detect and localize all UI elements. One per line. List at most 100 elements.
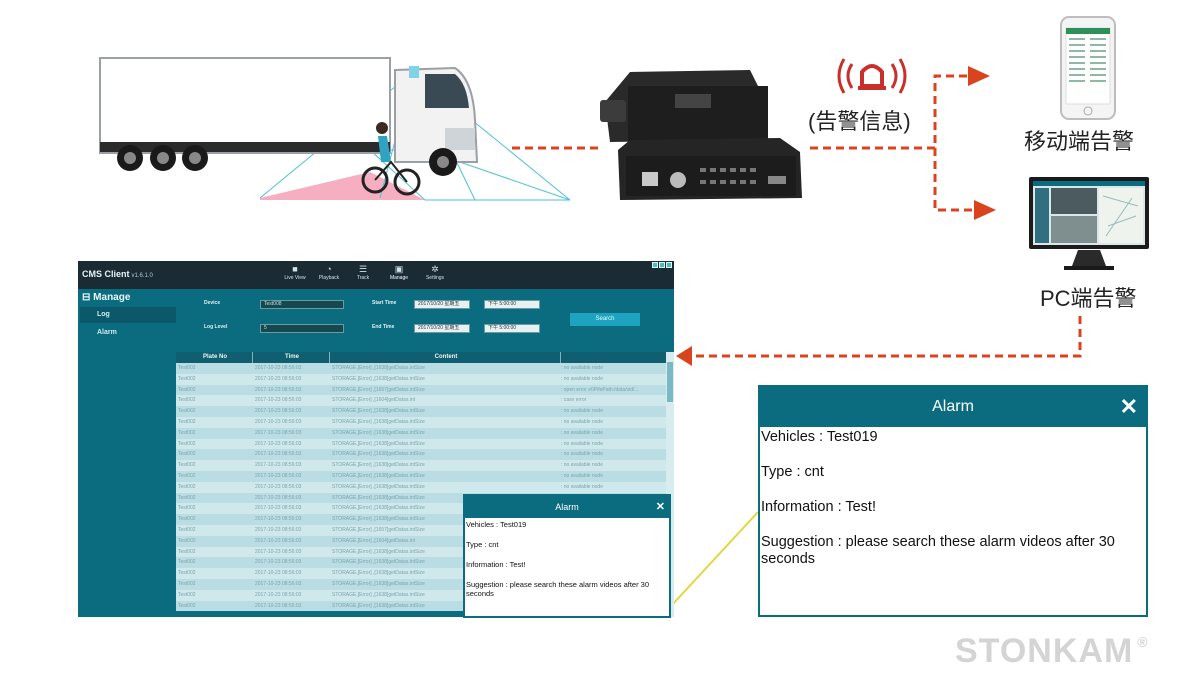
- cell-time: 2017-10-23 08:56:03: [255, 408, 302, 415]
- col-time[interactable]: Time: [253, 352, 330, 363]
- nav-track[interactable]: ☰Track: [346, 263, 380, 287]
- stonkam-logo: STONKAM®: [955, 632, 1149, 670]
- nav-playback[interactable]: ◔Playback: [312, 263, 346, 287]
- cell-content: STORAGE,[Error] ,[1638]getDatas.intSize: [332, 472, 425, 479]
- alarm-popup-zoomed: Alarm ✕ Vehicles : Test019 Type : cnt In…: [758, 385, 1148, 617]
- cell-plate-no: Test002: [178, 483, 196, 490]
- camera-icon: ■: [292, 264, 298, 274]
- clock-icon: ◔: [326, 264, 332, 274]
- cell-time: 2017-10-23 08:56:03: [255, 559, 302, 566]
- scrollbar-thumb[interactable]: [667, 362, 673, 402]
- device-select[interactable]: Test008: [260, 300, 344, 309]
- close-icon[interactable]: ✕: [1119, 394, 1138, 419]
- log-level-label: Log Level: [204, 324, 228, 330]
- cell-content: STORAGE,[Error] ,[1638]getDatas.intSize: [332, 440, 425, 447]
- start-date-picker[interactable]: 2017/10/20 星期五: [414, 300, 470, 309]
- cell-time: 2017-10-23 08:56:03: [255, 516, 302, 523]
- alarm-popup-small-titlebar: Alarm ✕: [465, 496, 669, 518]
- cell-detail: : no available node: [561, 375, 603, 382]
- cell-plate-no: Test002: [178, 440, 196, 447]
- cell-plate-no: Test002: [178, 408, 196, 415]
- cms-sidebar: ⊟ Manage Log Alarm: [78, 289, 176, 617]
- cell-content: STORAGE,[Error] ,[1604]getDatas.int: [332, 397, 415, 404]
- route-icon: ☰: [358, 264, 368, 274]
- cell-time: 2017-10-23 08:56:03: [255, 591, 302, 598]
- alarm-popup-zoomed-titlebar: Alarm ✕: [760, 387, 1146, 427]
- start-time-picker[interactable]: 下午 5:00:00: [484, 300, 540, 309]
- cell-time: 2017-10-23 08:56:03: [255, 462, 302, 469]
- nav-manage[interactable]: ▣Manage: [382, 263, 416, 287]
- sidebar-header[interactable]: ⊟ Manage: [82, 292, 131, 303]
- close-window-button[interactable]: [666, 262, 672, 268]
- sidebar-item-alarm[interactable]: Alarm: [97, 329, 117, 336]
- search-button[interactable]: Search: [570, 313, 640, 326]
- sidebar-item-log[interactable]: Log: [80, 307, 176, 323]
- cell-detail: : no available node: [561, 418, 603, 425]
- cell-plate-no: Test002: [178, 418, 196, 425]
- alarm-popup-zoomed-title: Alarm: [932, 398, 974, 415]
- cell-plate-no: Test002: [178, 397, 196, 404]
- cell-time: 2017-10-23 08:56:03: [255, 429, 302, 436]
- nav-settings[interactable]: ✲Settings: [418, 263, 452, 287]
- cell-detail: : no available node: [561, 440, 603, 447]
- cell-plate-no: Test002: [178, 580, 196, 587]
- col-plate-no[interactable]: Plate No: [176, 352, 253, 363]
- close-icon[interactable]: ✕: [655, 501, 665, 513]
- cell-content: STORAGE,[Error] ,[1657]getDatas.intSize: [332, 526, 425, 533]
- cell-content: STORAGE,[Error] ,[1638]getDatas.intSize: [332, 483, 425, 490]
- alarm-popup-small: Alarm ✕ Vehicles : Test019 Type : cnt In…: [463, 494, 671, 618]
- end-time-picker[interactable]: 下午 5:00:00: [484, 324, 540, 333]
- cell-time: 2017-10-23 08:56:03: [255, 451, 302, 458]
- cell-time: 2017-10-23 08:56:03: [255, 440, 302, 447]
- col-content[interactable]: Content: [330, 352, 561, 363]
- nav-live-view[interactable]: ■Live View: [278, 263, 312, 287]
- cell-plate-no: Test002: [178, 591, 196, 598]
- alarm-suggestion: Suggestion : please search these alarm v…: [466, 580, 650, 598]
- cell-time: 2017-10-23 08:56:03: [255, 580, 302, 587]
- minimize-button[interactable]: [652, 262, 658, 268]
- alarm-type: Type : cnt: [466, 540, 499, 549]
- end-date-picker[interactable]: 2017/10/20 星期五: [414, 324, 470, 333]
- cell-detail: : case error: [561, 397, 587, 404]
- table-scrollbar[interactable]: [666, 352, 674, 617]
- truck-illustration: [99, 57, 571, 201]
- maximize-button[interactable]: [659, 262, 665, 268]
- cell-time: 2017-10-23 08:56:03: [255, 537, 302, 544]
- cell-plate-no: Test002: [178, 365, 196, 371]
- cell-content: STORAGE,[Error] ,[1638]getDatas.intSize: [332, 602, 425, 609]
- cell-plate-no: Test002: [178, 451, 196, 458]
- cell-content: STORAGE,[Error] ,[1638]getDatas.intSize: [332, 494, 425, 501]
- table-row[interactable]: Test002 2017-10-23 08:56:03 STORAGE,[Error…: [176, 438, 674, 450]
- cell-plate-no: Test002: [178, 516, 196, 523]
- log-level-select[interactable]: 5: [260, 324, 344, 333]
- mdvr-device: [600, 70, 802, 200]
- cell-content: STORAGE,[Error] ,[1604]getDatas.int: [332, 537, 415, 544]
- cell-plate-no: Test002: [178, 559, 196, 566]
- end-time-label: End Time: [372, 324, 395, 330]
- pc-alarm-label: PC端告警: [1040, 286, 1137, 311]
